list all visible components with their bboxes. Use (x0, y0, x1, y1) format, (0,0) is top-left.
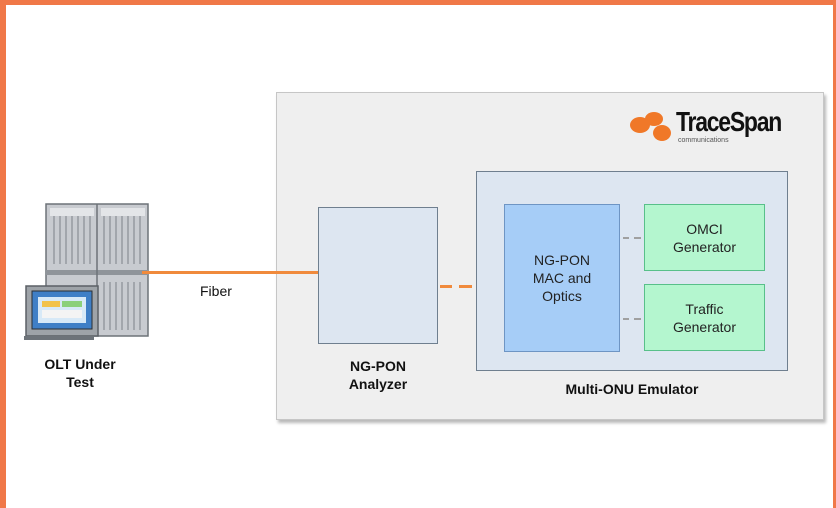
mac-omci-link-dash-1 (623, 237, 629, 239)
mac-optics-label: NG-PON MAC and Optics (532, 252, 592, 304)
ng-pon-analyzer-box (318, 207, 438, 344)
emulator-label: Multi-ONU Emulator (565, 381, 699, 397)
olt-rack-icon (24, 203, 149, 340)
tracespan-logo-icon (630, 112, 671, 141)
logo-name: TraceSpan (676, 106, 782, 137)
traffic-generator-box: Traffic Generator (644, 284, 765, 351)
mac-traffic-link-dash-1 (623, 318, 629, 320)
traffic-generator-label: Traffic Generator (672, 300, 737, 335)
olt-label: OLT Under Test (44, 356, 116, 390)
fiber-label: Fiber (200, 283, 232, 299)
omci-generator-box: OMCI Generator (644, 204, 765, 271)
analyzer-label: NG-PON Analyzer (348, 358, 408, 392)
analyzer-emulator-link-dash-1 (440, 285, 452, 288)
mac-omci-link-dash-2 (634, 237, 641, 239)
mac-traffic-link-dash-2 (634, 318, 641, 320)
analyzer-emulator-link-dash-2 (459, 285, 472, 288)
omci-generator-label: OMCI Generator (672, 220, 737, 255)
mac-optics-box: NG-PON MAC and Optics (504, 204, 620, 352)
fiber-line (142, 271, 319, 274)
logo-subtitle: communications (678, 137, 729, 144)
